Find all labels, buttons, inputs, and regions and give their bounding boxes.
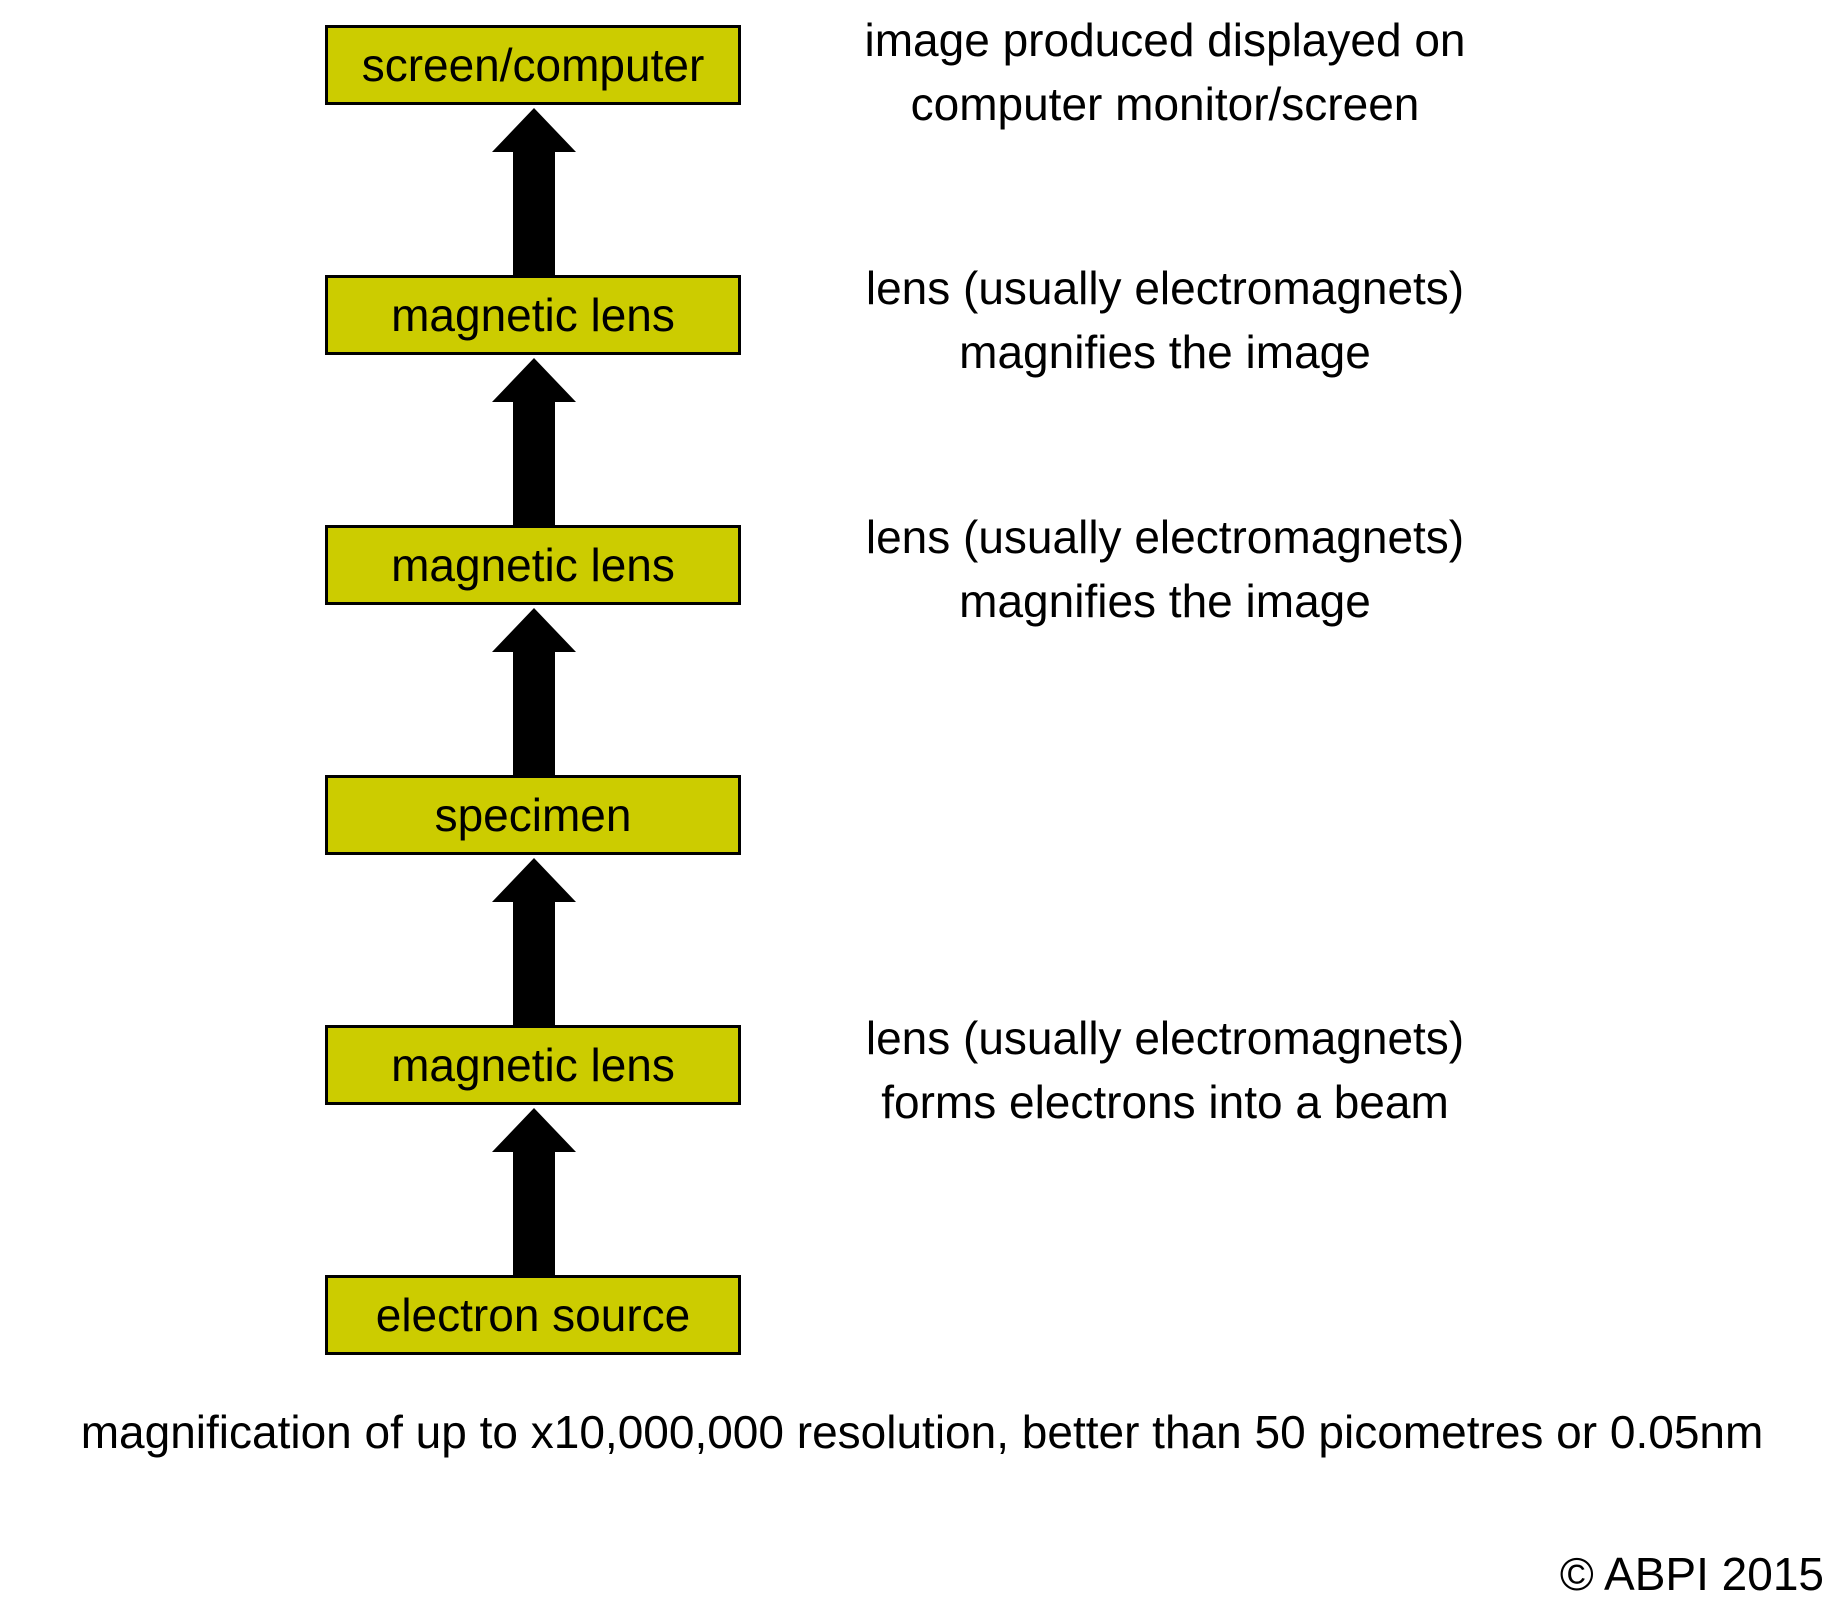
electron-source-box: electron source bbox=[325, 1275, 741, 1355]
lens-middle-note-line-1: lens (usually electromagnets) bbox=[865, 511, 1465, 563]
lens-middle-note: lens (usually electromagnets) magnifies … bbox=[780, 505, 1550, 633]
arrow-up-icon bbox=[492, 858, 576, 1027]
copyright-notice: © ABPI 2015 bbox=[1559, 1548, 1824, 1600]
lens-top-note: lens (usually electromagnets) magnifies … bbox=[780, 256, 1550, 384]
magnetic-lens-top-label: magnetic lens bbox=[391, 289, 675, 341]
specimen-box: specimen bbox=[325, 775, 741, 855]
magnification-resolution-caption: magnification of up to x10,000,000 resol… bbox=[80, 1406, 1764, 1458]
lens-bottom-note-line-2: forms electrons into a beam bbox=[881, 1076, 1449, 1128]
lens-middle-note-line-2: magnifies the image bbox=[959, 575, 1371, 627]
arrow-up-icon bbox=[492, 358, 576, 527]
magnetic-lens-bottom-label: magnetic lens bbox=[391, 1039, 675, 1091]
lens-bottom-note: lens (usually electromagnets) forms elec… bbox=[780, 1006, 1550, 1134]
lens-top-note-line-1: lens (usually electromagnets) bbox=[865, 262, 1465, 314]
magnetic-lens-top-box: magnetic lens bbox=[325, 275, 741, 355]
screen-note-line-2: computer monitor/screen bbox=[910, 78, 1420, 130]
lens-bottom-note-line-1: lens (usually electromagnets) bbox=[865, 1012, 1465, 1064]
arrow-up-icon bbox=[492, 108, 576, 277]
screen-note-line-1: image produced displayed on bbox=[864, 14, 1466, 66]
arrow-up-icon bbox=[492, 608, 576, 777]
magnetic-lens-middle-label: magnetic lens bbox=[391, 539, 675, 591]
screen-computer-box: screen/computer bbox=[325, 25, 741, 105]
magnetic-lens-bottom-box: magnetic lens bbox=[325, 1025, 741, 1105]
specimen-label: specimen bbox=[434, 789, 632, 841]
lens-top-note-line-2: magnifies the image bbox=[959, 326, 1371, 378]
screen-computer-label: screen/computer bbox=[361, 39, 705, 91]
screen-note: image produced displayed on computer mon… bbox=[780, 8, 1550, 136]
magnetic-lens-middle-box: magnetic lens bbox=[325, 525, 741, 605]
arrow-up-icon bbox=[492, 1108, 576, 1277]
electron-source-label: electron source bbox=[375, 1289, 691, 1341]
